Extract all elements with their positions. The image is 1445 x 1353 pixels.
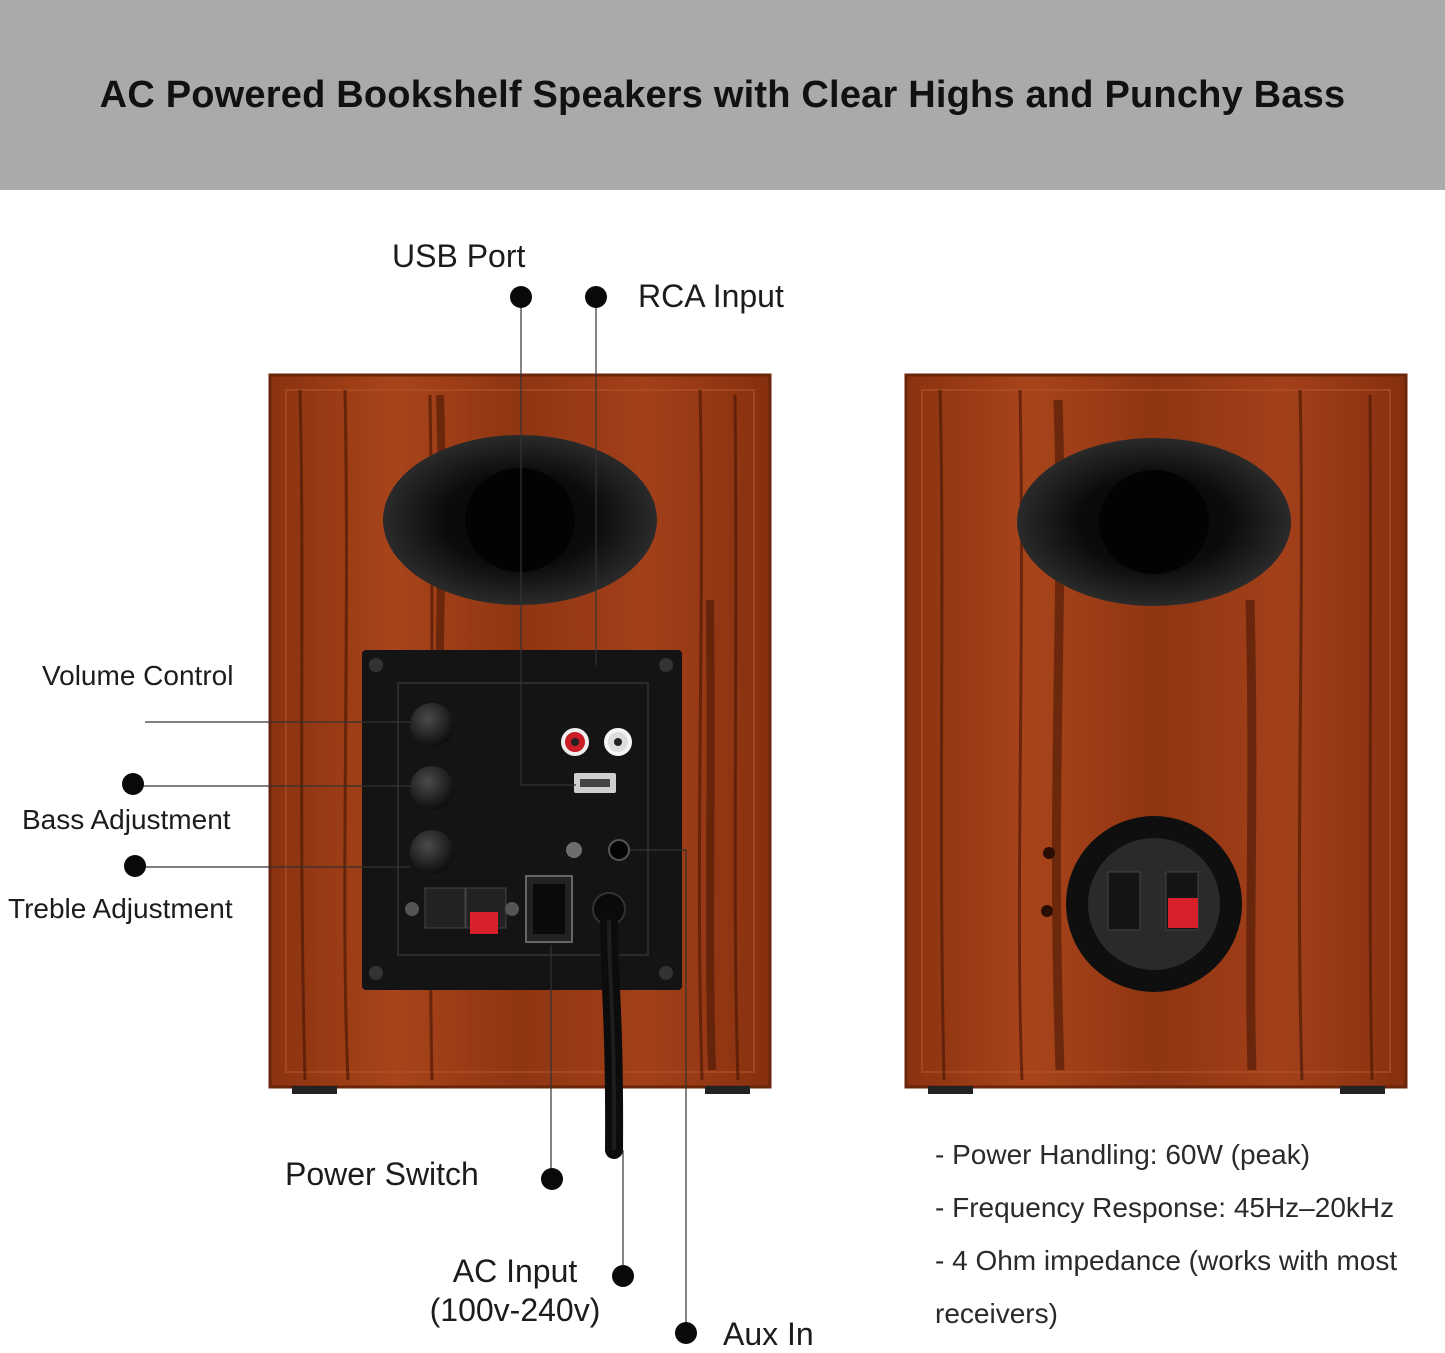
treble-adjustment-dot <box>124 855 146 877</box>
ac-input-title: AC Input <box>452 1253 578 1289</box>
bass-knob[interactable] <box>410 766 454 810</box>
rca-input-dot <box>585 286 607 308</box>
volume-control-label: Volume Control <box>42 660 234 691</box>
power-switch-label: Power Switch <box>285 1156 479 1192</box>
terminal-red[interactable] <box>1168 898 1198 928</box>
left-speaker <box>268 373 772 1159</box>
ac-input-range: (100v-240v) <box>429 1292 601 1328</box>
control-panel <box>362 650 682 990</box>
usb-port-dot <box>510 286 532 308</box>
header-banner: AC Powered Bookshelf Speakers with Clear… <box>0 0 1445 190</box>
speaker-terminal-cup <box>1066 816 1242 992</box>
power-switch-dot <box>541 1168 563 1190</box>
ac-input-dot <box>612 1265 634 1287</box>
volume-knob[interactable] <box>410 703 454 747</box>
callout-lines <box>133 298 687 1332</box>
spec-impedance: - 4 Ohm impedance (works with most <box>935 1245 1398 1276</box>
spec-power-handling: - Power Handling: 60W (peak) <box>935 1139 1311 1170</box>
spec-impedance-continued: receivers) <box>935 1298 1058 1329</box>
spec-list: - Power Handling: 60W (peak) - Frequency… <box>935 1128 1440 1340</box>
treble-adjustment-label: Treble Adjustment <box>8 893 233 924</box>
led-indicator <box>566 842 582 858</box>
right-speaker <box>904 373 1408 1094</box>
callout-dots <box>122 286 697 1344</box>
treble-knob[interactable] <box>410 830 454 874</box>
aux-in-dot <box>675 1322 697 1344</box>
aux-jack[interactable] <box>608 839 630 861</box>
rca-input-label: RCA Input <box>638 278 784 314</box>
spec-frequency-response: - Frequency Response: 45Hz–20kHz <box>935 1192 1395 1223</box>
bass-adjustment-label: Bass Adjustment <box>22 804 231 835</box>
aux-in-label: Aux In <box>723 1316 814 1352</box>
ac-input-label: AC Input (100v-240v) <box>415 1253 615 1329</box>
page-title: AC Powered Bookshelf Speakers with Clear… <box>99 73 1346 116</box>
usb-port-label: USB Port <box>392 238 526 274</box>
bass-adjustment-dot <box>122 773 144 795</box>
terminal-black[interactable] <box>1107 871 1141 931</box>
